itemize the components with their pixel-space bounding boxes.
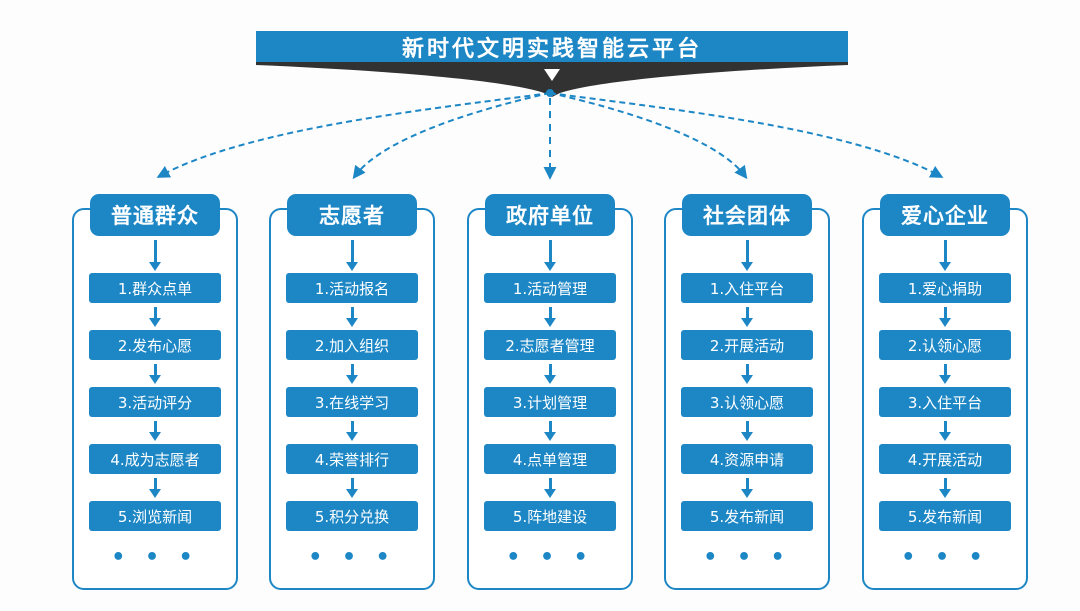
connector-to-column-1: [156, 92, 551, 178]
flow-arrow-icon: [745, 364, 749, 376]
column-title: 政府单位: [506, 204, 594, 228]
column-card-volunteers: 志愿者 1.活动报名 2.加入组织 3.在线学习 4.荣誉排行 5.积分兑换 •…: [269, 194, 435, 590]
flow-step: 4.荣誉排行: [286, 444, 418, 474]
column-title: 社会团体: [703, 204, 791, 228]
flow-arrow-icon: [350, 364, 354, 376]
flow-step: 1.活动管理: [484, 273, 616, 303]
more-ellipsis: • • •: [111, 545, 199, 570]
ribbon-shape: [256, 62, 848, 97]
column-header: 普通群众: [90, 194, 220, 236]
column-card-general-public: 普通群众 1.群众点单 2.发布心愿 3.活动评分 4.成为志愿者 5.浏览新闻…: [72, 194, 238, 590]
flow-arrow-icon: [943, 478, 947, 490]
flow-step: 4.资源申请: [681, 444, 813, 474]
column-card-social-organizations: 社会团体 1.入住平台 2.开展活动 3.认领心愿 4.资源申请 5.发布新闻 …: [664, 194, 830, 590]
flow-step: 2.加入组织: [286, 330, 418, 360]
flow-arrow-icon: [548, 421, 552, 433]
flow-step: 5.发布新闻: [681, 501, 813, 531]
flow-step: 5.发布新闻: [879, 501, 1011, 531]
flow-arrow-icon: [153, 240, 157, 263]
flow-arrow-icon: [943, 240, 947, 263]
flow-step: 5.积分兑换: [286, 501, 418, 531]
connector-to-column-2: [352, 92, 551, 180]
flow-arrow-icon: [745, 478, 749, 490]
connector-to-column-5: [549, 92, 944, 178]
flow-step: 3.在线学习: [286, 387, 418, 417]
flow-step: 2.志愿者管理: [484, 330, 616, 360]
flow-step: 1.活动报名: [286, 273, 418, 303]
connector-to-column-4: [549, 92, 748, 180]
flow-step: 2.发布心愿: [89, 330, 221, 360]
flow-arrow-icon: [153, 478, 157, 490]
column-title: 志愿者: [319, 204, 385, 228]
column-card-government-units: 政府单位 1.活动管理 2.志愿者管理 3.计划管理 4.点单管理 5.阵地建设…: [467, 194, 633, 590]
flow-step: 3.计划管理: [484, 387, 616, 417]
flow-arrow-icon: [548, 240, 552, 263]
platform-title-banner: 新时代文明实践智能云平台: [256, 31, 848, 62]
flow-step: 3.认领心愿: [681, 387, 813, 417]
more-ellipsis: • • •: [506, 545, 594, 570]
more-ellipsis: • • •: [308, 545, 396, 570]
column-title: 爱心企业: [901, 204, 989, 228]
flow-arrow-icon: [548, 307, 552, 319]
flow-arrow-icon: [350, 478, 354, 490]
flow-step: 5.阵地建设: [484, 501, 616, 531]
flow-step: 1.入住平台: [681, 273, 813, 303]
flow-arrow-icon: [350, 307, 354, 319]
flow-step: 4.成为志愿者: [89, 444, 221, 474]
flow-step: 1.爱心捐助: [879, 273, 1011, 303]
column-header: 志愿者: [287, 194, 417, 236]
more-ellipsis: • • •: [901, 545, 989, 570]
column-header: 爱心企业: [880, 194, 1010, 236]
flow-arrow-icon: [943, 364, 947, 376]
flow-step: 3.活动评分: [89, 387, 221, 417]
flow-arrow-icon: [350, 421, 354, 433]
column-header: 政府单位: [485, 194, 615, 236]
column-header: 社会团体: [682, 194, 812, 236]
flow-arrow-icon: [745, 421, 749, 433]
flow-arrow-icon: [943, 307, 947, 319]
flow-step: 4.点单管理: [484, 444, 616, 474]
flow-arrow-icon: [548, 478, 552, 490]
banner-down-arrow-icon: [544, 69, 560, 81]
column-card-caring-enterprises: 爱心企业 1.爱心捐助 2.认领心愿 3.入住平台 4.开展活动 5.发布新闻 …: [862, 194, 1028, 590]
flow-arrow-icon: [745, 307, 749, 319]
more-ellipsis: • • •: [703, 545, 791, 570]
column-title: 普通群众: [111, 204, 199, 228]
fan-connector: [156, 89, 944, 180]
flow-arrow-icon: [153, 421, 157, 433]
flow-arrow-icon: [153, 364, 157, 376]
flow-arrow-icon: [943, 421, 947, 433]
flow-step: 4.开展活动: [879, 444, 1011, 474]
flow-step: 1.群众点单: [89, 273, 221, 303]
flow-arrow-icon: [153, 307, 157, 319]
flow-arrow-icon: [745, 240, 749, 263]
flow-step: 3.入住平台: [879, 387, 1011, 417]
flow-arrow-icon: [548, 364, 552, 376]
flow-step: 2.开展活动: [681, 330, 813, 360]
flow-step: 2.认领心愿: [879, 330, 1011, 360]
flow-step: 5.浏览新闻: [89, 501, 221, 531]
platform-title: 新时代文明实践智能云平台: [401, 36, 702, 62]
flow-arrow-icon: [350, 240, 354, 263]
